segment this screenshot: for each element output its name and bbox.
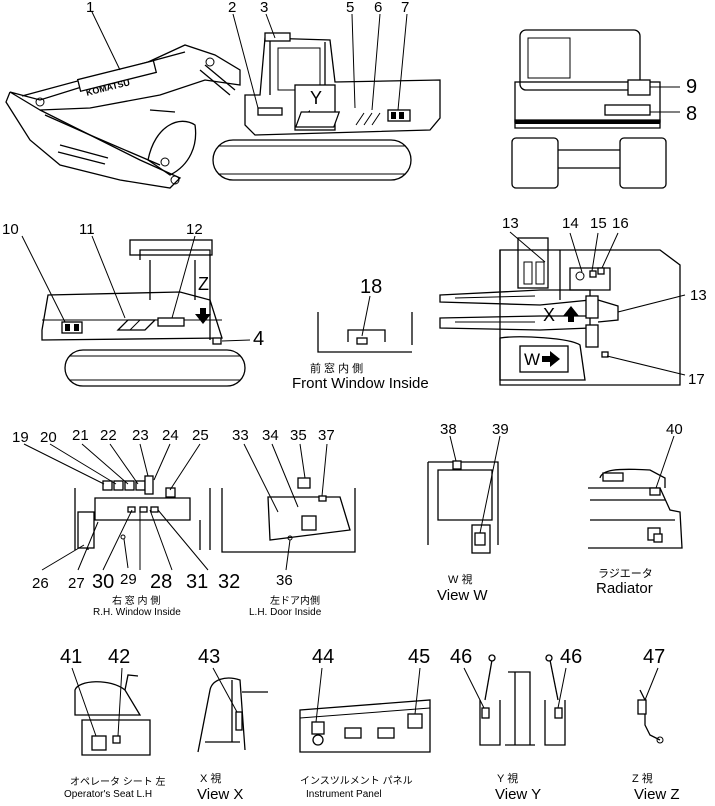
part-number: 5 (346, 0, 354, 16)
caption-radiator-en: Radiator (596, 580, 653, 597)
part-number: 4 (253, 328, 264, 350)
excavator-side-view: KOMATSU Y (5, 11, 441, 189)
part-number: 47 (643, 646, 665, 668)
part-number: 27 (68, 575, 85, 592)
part-number: 15 (590, 215, 607, 232)
part-number: 2 (228, 0, 236, 16)
caption-view-y-en: View Y (495, 786, 541, 803)
caption-operator-seat-jp: オペレータ シート 左 (70, 775, 166, 788)
caption-rh-window-en: R.H. Window Inside (93, 607, 181, 618)
part-number: 31 (186, 571, 208, 593)
instrument-panel-detail: インスツルメント パネル Instrument Panel (299, 667, 431, 800)
part-number: 19 (12, 429, 29, 446)
part-number: 33 (232, 427, 249, 444)
part-number: 16 (612, 215, 629, 232)
part-number: 23 (132, 427, 149, 444)
lh-door-inside: 左ドア内側 L.H. Door Inside (221, 443, 356, 618)
caption-view-w-jp: W 視 (448, 572, 472, 586)
part-number: 8 (686, 103, 697, 125)
part-number: 37 (318, 427, 335, 444)
view-marker-x: X (543, 305, 555, 325)
caption-view-z-jp: Z 視 (632, 771, 653, 785)
rh-window-inside: 右 窓 内 側 R.H. Window Inside (23, 443, 211, 618)
caption-radiator-jp: ラジエータ (598, 567, 653, 580)
part-number: 7 (401, 0, 409, 16)
part-number: 30 (92, 571, 114, 593)
caption-front-window-jp: 前 窓 内 側 (310, 361, 363, 375)
part-number: 26 (32, 575, 49, 592)
part-number: 11 (79, 221, 95, 238)
caption-view-y-jp: Y 視 (497, 771, 518, 785)
view-marker-w: W (524, 350, 540, 369)
part-number: 12 (186, 221, 203, 238)
radiator-detail: ラジエータ Radiator (588, 435, 683, 597)
part-number: 3 (260, 0, 268, 16)
part-number: 24 (162, 427, 179, 444)
caption-view-x-en: View X (197, 786, 243, 803)
view-marker-y: Y (310, 88, 322, 108)
part-number: 13 (502, 215, 519, 232)
top-view-xw: X W (439, 231, 686, 386)
part-number: 14 (562, 215, 579, 232)
part-number: 45 (408, 646, 430, 668)
part-number: 17 (688, 371, 705, 388)
caption-lh-door-jp: 左ドア内側 (270, 594, 320, 607)
excavator-rear-view (511, 29, 680, 189)
view-z-detail: Z 視 View Z (632, 667, 680, 803)
part-number: 36 (276, 572, 293, 589)
excavator-left-view: Z (21, 235, 251, 387)
caption-front-window-en: Front Window Inside (292, 375, 429, 392)
operator-seat-detail: オペレータ シート 左 Operator's Seat L.H (64, 667, 166, 800)
caption-instrument-jp: インスツルメント パネル (300, 775, 413, 787)
caption-lh-door-en: L.H. Door Inside (249, 607, 322, 618)
caption-instrument-en: Instrument Panel (306, 789, 382, 800)
part-number-labels: 1 2 3 4 5 6 7 8 9 10 11 12 13 13 14 15 1… (2, 0, 707, 668)
part-number: 32 (218, 571, 240, 593)
part-number: 46 (450, 646, 472, 668)
part-number: 40 (666, 421, 683, 438)
part-number: 21 (72, 427, 89, 444)
part-number: 44 (312, 646, 334, 668)
part-number: 42 (108, 646, 130, 668)
part-number: 9 (686, 76, 697, 98)
part-number: 25 (192, 427, 209, 444)
part-number: 35 (290, 427, 307, 444)
part-number: 29 (120, 571, 137, 588)
caption-view-z-en: View Z (634, 786, 680, 803)
caption-operator-seat-en: Operator's Seat L.H (64, 789, 152, 800)
view-x-detail: X 視 View X (197, 667, 268, 803)
part-number: 18 (360, 276, 382, 298)
part-number: 39 (492, 421, 509, 438)
part-number: 20 (40, 429, 57, 446)
caption-rh-window-jp: 右 窓 内 側 (112, 594, 160, 607)
part-number: 41 (60, 646, 82, 668)
part-number: 6 (374, 0, 382, 16)
front-window-inside: 前 窓 内 側 Front Window Inside (292, 295, 429, 392)
caption-view-w-en: View W (437, 587, 488, 604)
part-number: 10 (2, 221, 19, 238)
part-number: 38 (440, 421, 457, 438)
part-number: 46 (560, 646, 582, 668)
part-number: 1 (86, 0, 94, 16)
view-y-detail: Y 視 View Y (463, 654, 567, 803)
part-number: 22 (100, 427, 117, 444)
caption-view-x-jp: X 視 (200, 771, 221, 785)
part-number: 43 (198, 646, 220, 668)
part-number: 34 (262, 427, 279, 444)
view-w-detail: W 視 View W (427, 435, 501, 604)
view-marker-z: Z (198, 274, 209, 294)
part-number: 13 (690, 287, 707, 304)
part-number: 28 (150, 571, 172, 593)
